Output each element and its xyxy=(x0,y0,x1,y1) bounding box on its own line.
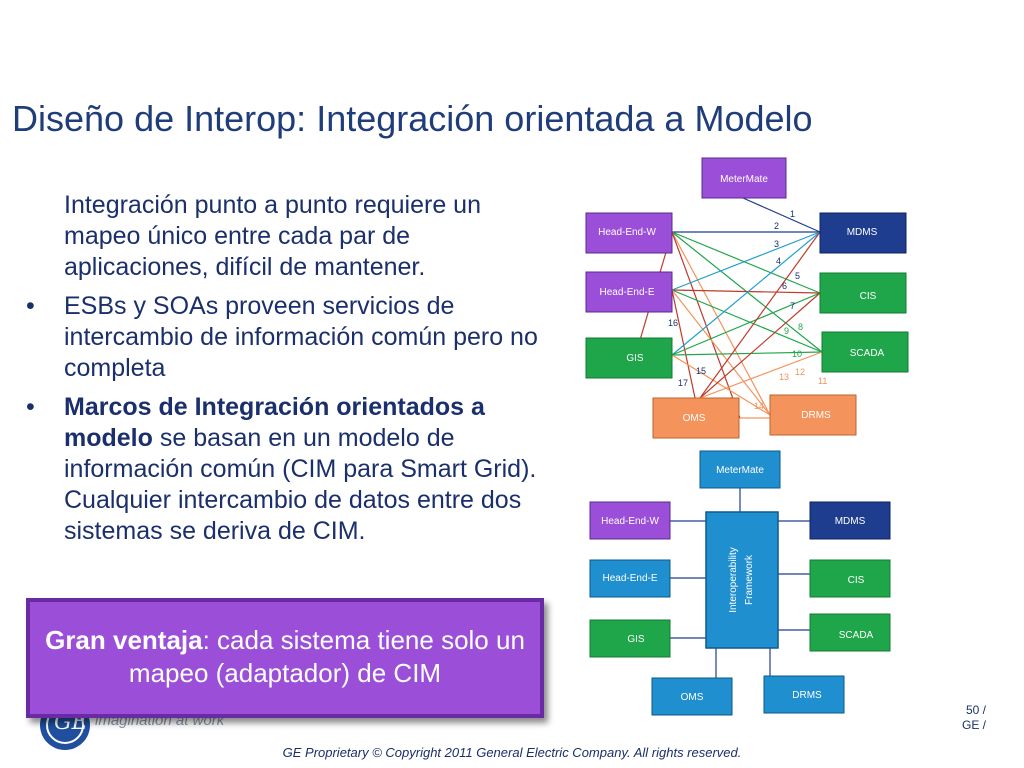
node-label: MeterMate xyxy=(716,465,764,476)
node-label: GIS xyxy=(626,353,644,364)
connection-number: 14 xyxy=(754,401,764,411)
page-number-line1: 50 / xyxy=(965,703,986,717)
framework-label: Framework xyxy=(744,554,755,605)
hub-lines xyxy=(670,488,810,678)
node-label: SCADA xyxy=(850,348,885,359)
bullet-2: • ESBs y SOAs proveen servicios de interc… xyxy=(26,291,546,384)
node-label: Head-End-E xyxy=(599,287,654,298)
node-label: OMS xyxy=(681,692,704,703)
node-label: DRMS xyxy=(792,690,822,701)
node-label: MeterMate xyxy=(720,174,768,185)
connection-number: 11 xyxy=(818,376,827,386)
top-node-mdms: MDMS xyxy=(819,212,907,254)
node-label: CIS xyxy=(848,575,865,586)
top-node-cis: CIS xyxy=(819,272,907,314)
bullet-2-text: ESBs y SOAs proveen servicios de interca… xyxy=(64,292,538,382)
connection-number: 2 xyxy=(774,221,779,231)
connection-number: 3 xyxy=(774,239,779,249)
callout-bold: Gran ventaja xyxy=(45,625,203,655)
page-number: 50 / GE / xyxy=(926,703,986,733)
top-node-head-end-e: Head-End-E xyxy=(585,271,673,313)
node-label: Head-End-W xyxy=(598,227,656,238)
bullet-3-bold-b: modelo xyxy=(64,424,153,452)
bullet-marker: • xyxy=(26,393,35,421)
connection-numbers: 1 2 3 4 5 6 7 8 9 10 11 12 13 14 15 16 1… xyxy=(668,209,827,411)
bottom-node-gis: GIS xyxy=(589,619,671,658)
connection-number: 5 xyxy=(795,271,800,281)
node-label: SCADA xyxy=(839,630,874,641)
interoperability-framework-hub: Interoperability Framework xyxy=(705,511,779,649)
top-node-gis: GIS xyxy=(585,337,673,379)
connection-number: 4 xyxy=(776,256,781,266)
node-label: CIS xyxy=(860,291,877,302)
node-label: Head-End-W xyxy=(601,516,659,527)
top-node-drms: DRMS xyxy=(769,394,857,436)
bottom-node-head-end-w: Head-End-W xyxy=(589,501,671,540)
bullet-3: • Marcos de Integración orientados a mode… xyxy=(26,392,546,547)
bottom-node-mdms: MDMS xyxy=(809,501,891,540)
bullet-3-text: se basan en un modelo de información com… xyxy=(64,424,537,545)
node-label: GIS xyxy=(627,634,645,645)
bullet-1-text: Integración punto a punto requiere un ma… xyxy=(64,191,481,281)
connection-number: 13 xyxy=(779,372,789,382)
connection-number: 7 xyxy=(790,301,795,311)
bottom-node-oms: OMS xyxy=(651,677,733,716)
bottom-node-head-end-e: Head-End-E xyxy=(589,559,671,598)
bottom-node-metermate: MeterMate xyxy=(699,450,781,489)
connection-number: 1 xyxy=(790,209,795,219)
advantage-callout: Gran ventaja: cada sistema tiene solo un… xyxy=(26,598,544,718)
node-label: DRMS xyxy=(801,410,831,421)
node-label: Head-End-E xyxy=(602,573,657,584)
top-node-head-end-w: Head-End-W xyxy=(585,212,673,254)
connection-number: 10 xyxy=(792,349,802,359)
top-node-metermate: MeterMate xyxy=(701,157,787,199)
bottom-node-scada: SCADA xyxy=(809,613,891,652)
node-label: MDMS xyxy=(847,227,878,238)
page-number-line2: GE / xyxy=(961,718,986,732)
connection-number: 8 xyxy=(798,322,803,332)
bottom-node-cis: CIS xyxy=(809,559,891,598)
node-label: MDMS xyxy=(835,516,866,527)
connection-number: 15 xyxy=(696,366,706,376)
connection-number: 16 xyxy=(668,318,678,328)
bullet-marker: • xyxy=(26,292,35,320)
connection-number: 12 xyxy=(795,367,805,377)
node-label: OMS xyxy=(683,413,706,424)
callout-text: : cada sistema tiene solo un mapeo (adap… xyxy=(128,625,525,688)
top-node-oms: OMS xyxy=(652,397,740,439)
bullet-3-bold-a: Marcos de Integración orientados a xyxy=(64,393,485,421)
footer-copyright: GE Proprietary © Copyright 2011 General … xyxy=(282,745,742,760)
connection-number: 17 xyxy=(678,378,688,388)
bullet-list: Integración punto a punto requiere un ma… xyxy=(26,190,546,555)
bottom-node-drms: DRMS xyxy=(763,675,845,714)
top-node-scada: SCADA xyxy=(821,331,909,373)
connection-number: 6 xyxy=(782,281,787,291)
connection-number: 9 xyxy=(784,326,789,336)
bullet-1: Integración punto a punto requiere un ma… xyxy=(26,190,546,283)
framework-label: Interoperability xyxy=(728,547,739,613)
slide-title: Diseño de Interop: Integración orientada… xyxy=(12,98,813,139)
